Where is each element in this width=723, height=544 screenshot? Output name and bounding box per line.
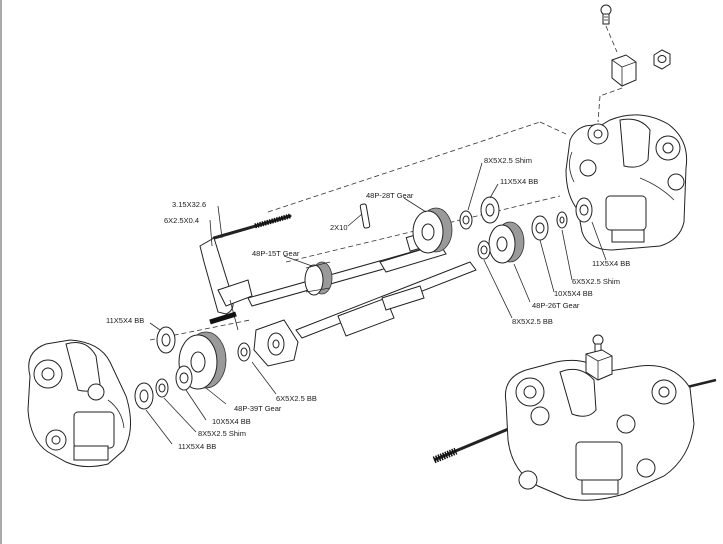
label-bb-11x5x4-top: 11X5X4 BB <box>500 177 538 186</box>
label-shim-6x5x25-right: 6X5X2.5 Shim <box>572 277 620 286</box>
shim-6x5x25-right <box>556 211 568 229</box>
label-bb-10x5x4-left: 10X5X4 BB <box>212 417 251 426</box>
small-pin-2x10 <box>359 203 371 229</box>
label-bb-10x5x4-right: 10X5X4 BB <box>554 289 593 298</box>
label-gear-48p15t: 48P-15T Gear <box>252 249 300 258</box>
gear-48p28t-part <box>412 207 453 254</box>
label-bb-11x5x4-left: 11X5X4 BB <box>106 316 144 325</box>
bearing-11x5x4-bottom <box>134 382 154 410</box>
label-pin-2x10: 2X10 <box>330 223 348 232</box>
label-pin-315x326: 3.15X32.6 <box>172 200 206 209</box>
shim-8x5x25-left <box>155 378 169 398</box>
assembly-guide-line <box>605 25 618 53</box>
bearing-11x5x4-top <box>480 196 500 224</box>
bearing-8x5x25-right <box>477 240 491 260</box>
gear-48p39t-part <box>178 331 227 390</box>
bearing-11x5x4-right <box>575 197 593 223</box>
label-bb-11x5x4-right: 11X5X4 BB <box>592 259 630 268</box>
long-pin-part <box>212 213 292 240</box>
left-housing-half <box>27 339 131 468</box>
assembly-guide-line <box>599 87 623 97</box>
bearing-10x5x4-left <box>175 365 193 391</box>
label-pin-6x204: 6X2.5X0.4 <box>164 216 199 225</box>
label-bb-8x5x25-right: 8X5X2.5 BB <box>512 317 553 326</box>
assembly-guide-line <box>597 95 601 123</box>
alignment-guide-top <box>539 121 567 135</box>
label-gear-48p39t: 48P-39T Gear <box>234 404 282 413</box>
label-bb-11x5x4-bottom: 11X5X4 BB <box>178 442 216 451</box>
bearing-6x5x25-left <box>237 342 251 362</box>
label-gear-48p28t: 48P-28T Gear <box>366 191 414 200</box>
coupler-block-part <box>611 54 637 87</box>
set-screw-part <box>600 4 612 25</box>
label-bb-6x5x25-left: 6X5X2.5 BB <box>276 394 317 403</box>
shim-8x5x25-top <box>459 210 473 230</box>
label-shim-8x5x25-left: 8X5X2.5 Shim <box>198 429 246 438</box>
bearing-10x5x4-right <box>531 215 549 241</box>
assembled-transmission <box>432 334 717 501</box>
fork-pin-part <box>209 311 237 325</box>
gear-48p15t-part <box>304 261 333 296</box>
right-housing-half <box>565 114 688 251</box>
clutch-hub-part <box>253 319 299 367</box>
label-gear-48p26t: 48P-26T Gear <box>532 301 580 310</box>
bearing-11x5x4-left <box>156 326 176 354</box>
shift-fork-part <box>199 237 253 331</box>
lock-nut-part <box>653 49 671 70</box>
main-shaft-part <box>295 261 477 339</box>
leader-lines <box>145 162 607 445</box>
label-shim-8x5x25-top: 8X5X2.5 Shim <box>484 156 532 165</box>
gear-48p26t-part <box>488 221 525 264</box>
